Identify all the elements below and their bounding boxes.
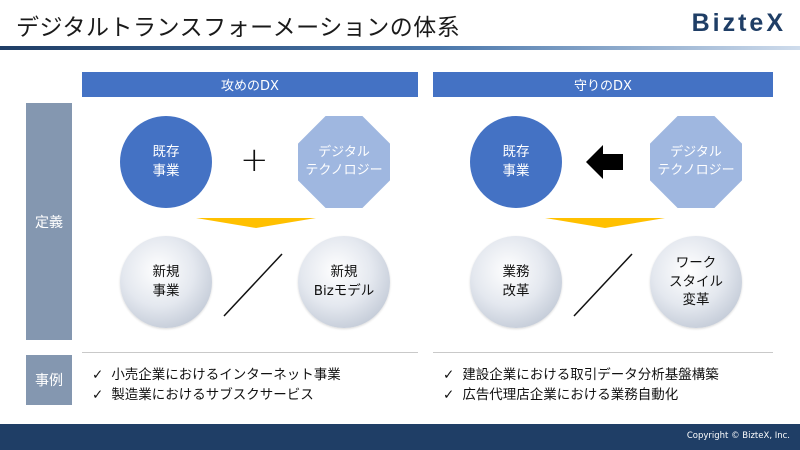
column-header-offense: 攻めのDX [82, 72, 418, 97]
slash-divider-icon [573, 253, 633, 317]
defense-examples-divider [433, 352, 773, 353]
defense-example-item: ✓ 建設企業における取引データ分析基盤構築 [443, 363, 719, 383]
defense-example-item: ✓ 広告代理店企業における業務自動化 [443, 383, 678, 403]
copyright-text: Copyright © BizteX, Inc. [686, 431, 790, 441]
footer-bar [0, 424, 800, 450]
page-title: デジタルトランスフォーメーションの体系 [16, 15, 461, 41]
offense-new-biz-model-circle: 新規 Bizモデル [298, 236, 390, 328]
plus-operator: + [240, 140, 269, 180]
offense-digital-technology-octagon: デジタル テクノロジー [298, 116, 390, 208]
column-header-offense-label: 攻めのDX [221, 79, 279, 94]
offense-example-text: 製造業におけるサブスクサービス [111, 387, 314, 403]
offense-example-text: 小売企業におけるインターネット事業 [111, 367, 341, 383]
row-label-examples: 事例 [26, 355, 72, 405]
defense-result-triangle [545, 218, 665, 228]
check-icon: ✓ [92, 367, 104, 383]
check-icon: ✓ [92, 387, 104, 403]
row-label-examples-text: 事例 [35, 373, 63, 389]
row-label-definition: 定義 [26, 103, 72, 340]
defense-digital-technology-label: デジタル テクノロジー [657, 144, 735, 178]
defense-example-text: 建設企業における取引データ分析基盤構築 [462, 367, 719, 383]
offense-example-item: ✓ 製造業におけるサブスクサービス [92, 383, 314, 403]
offense-examples-divider [82, 352, 418, 353]
row-label-definition-text: 定義 [35, 214, 63, 231]
offense-new-biz-model-label: 新規 Bizモデル [313, 264, 375, 299]
offense-existing-business-circle: 既存 事業 [120, 116, 212, 208]
slash-divider-icon [223, 253, 283, 317]
offense-result-triangle [196, 218, 316, 228]
arrow-left-icon [586, 145, 623, 179]
defense-existing-business-circle: 既存 事業 [470, 116, 562, 208]
offense-example-item: ✓ 小売企業におけるインターネット事業 [92, 363, 341, 383]
defense-example-text: 広告代理店企業における業務自動化 [462, 387, 679, 403]
offense-new-business-label: 新規 事業 [152, 264, 180, 299]
offense-digital-technology-label: デジタル テクノロジー [305, 144, 383, 178]
brand-logo: BizteX [691, 9, 786, 37]
offense-existing-business-label: 既存 事業 [152, 144, 180, 179]
column-header-defense-label: 守りのDX [574, 79, 632, 94]
defense-digital-technology-octagon: デジタル テクノロジー [650, 116, 742, 208]
check-icon: ✓ [443, 367, 455, 383]
defense-workstyle-reform-label: ワーク スタイル 変革 [669, 254, 723, 309]
check-icon: ✓ [443, 387, 455, 403]
header-divider [0, 46, 800, 50]
offense-new-business-circle: 新規 事業 [120, 236, 212, 328]
column-header-defense: 守りのDX [433, 72, 773, 97]
defense-workstyle-reform-circle: ワーク スタイル 変革 [650, 236, 742, 328]
defense-existing-business-label: 既存 事業 [502, 144, 530, 179]
defense-business-reform-circle: 業務 改革 [470, 236, 562, 328]
defense-business-reform-label: 業務 改革 [502, 264, 530, 299]
